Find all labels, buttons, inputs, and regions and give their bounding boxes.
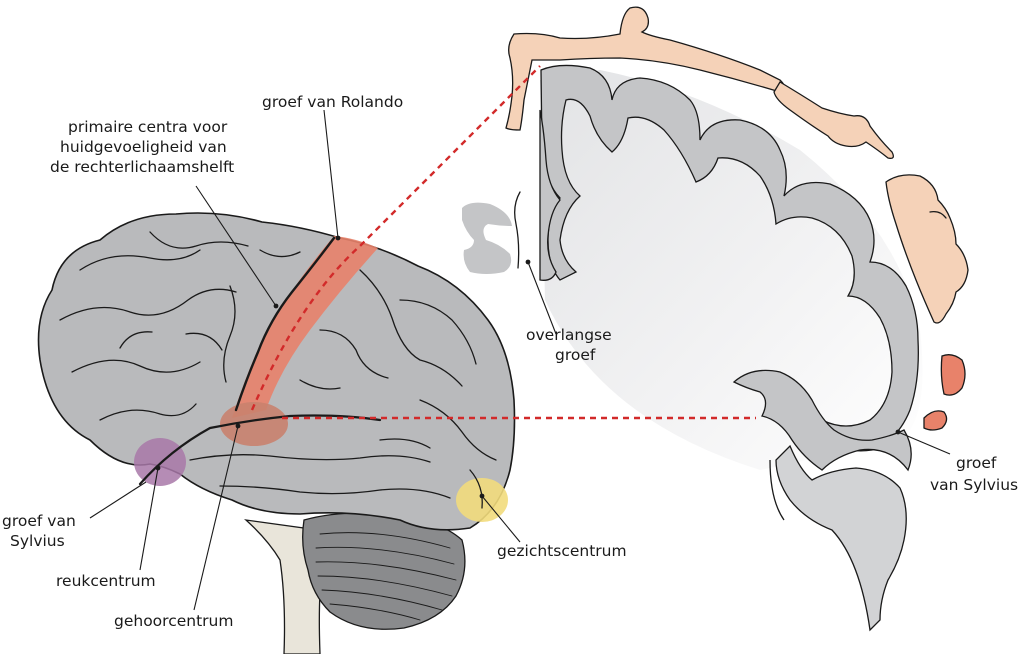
label-gehoorcentrum: gehoorcentrum xyxy=(114,612,233,630)
label-van-sylvius-right: van Sylvius xyxy=(930,476,1018,494)
lateral-brain xyxy=(37,212,516,654)
label-primary-centra-line3: de rechterlichaamshelft xyxy=(50,158,234,176)
label-gezichtscentrum: gezichtscentrum xyxy=(497,542,627,560)
homunculus-tongue xyxy=(940,354,966,396)
label-reukcentrum: reukcentrum xyxy=(56,572,156,590)
label-groef-van-rolando: groef van Rolando xyxy=(262,93,403,111)
temporal-section xyxy=(732,369,912,472)
label-groef-van-sylvius-left-2: Sylvius xyxy=(10,532,65,550)
homunculus-throat xyxy=(923,410,948,431)
longitudinal-fissure-line xyxy=(514,191,521,269)
homunculus-head xyxy=(885,174,969,324)
label-overlangse: overlangse xyxy=(526,326,612,344)
smell-area xyxy=(134,438,186,486)
coronal-section xyxy=(462,64,923,632)
label-groef-right: groef xyxy=(956,454,997,472)
cortex-ribbon xyxy=(540,64,919,452)
label-primary-centra-line2: huidgevoeligheid van xyxy=(60,138,227,156)
leaders xyxy=(89,109,951,611)
brain-sulci xyxy=(59,231,497,509)
temporal-left-edge xyxy=(769,459,785,521)
label-groef-longitudinal: groef xyxy=(555,346,596,364)
label-groef-van-sylvius-left-1: groef van xyxy=(2,512,76,530)
homunculus-legs xyxy=(505,6,786,131)
temporal-lower xyxy=(775,444,907,632)
opposite-hemisphere xyxy=(462,202,512,274)
cerebellum-folia xyxy=(315,532,457,621)
homunculus-eye xyxy=(929,210,947,219)
white-matter xyxy=(540,70,923,470)
homunculus xyxy=(505,6,969,431)
homunculus-arm xyxy=(773,81,894,160)
projection-lines xyxy=(250,65,756,420)
sensory-strip xyxy=(232,236,378,418)
projection-line-upper xyxy=(250,65,541,411)
label-primary-centra-line1: primaire centra voor xyxy=(68,118,228,136)
medial-cortex xyxy=(539,109,561,281)
hearing-area xyxy=(220,402,288,446)
